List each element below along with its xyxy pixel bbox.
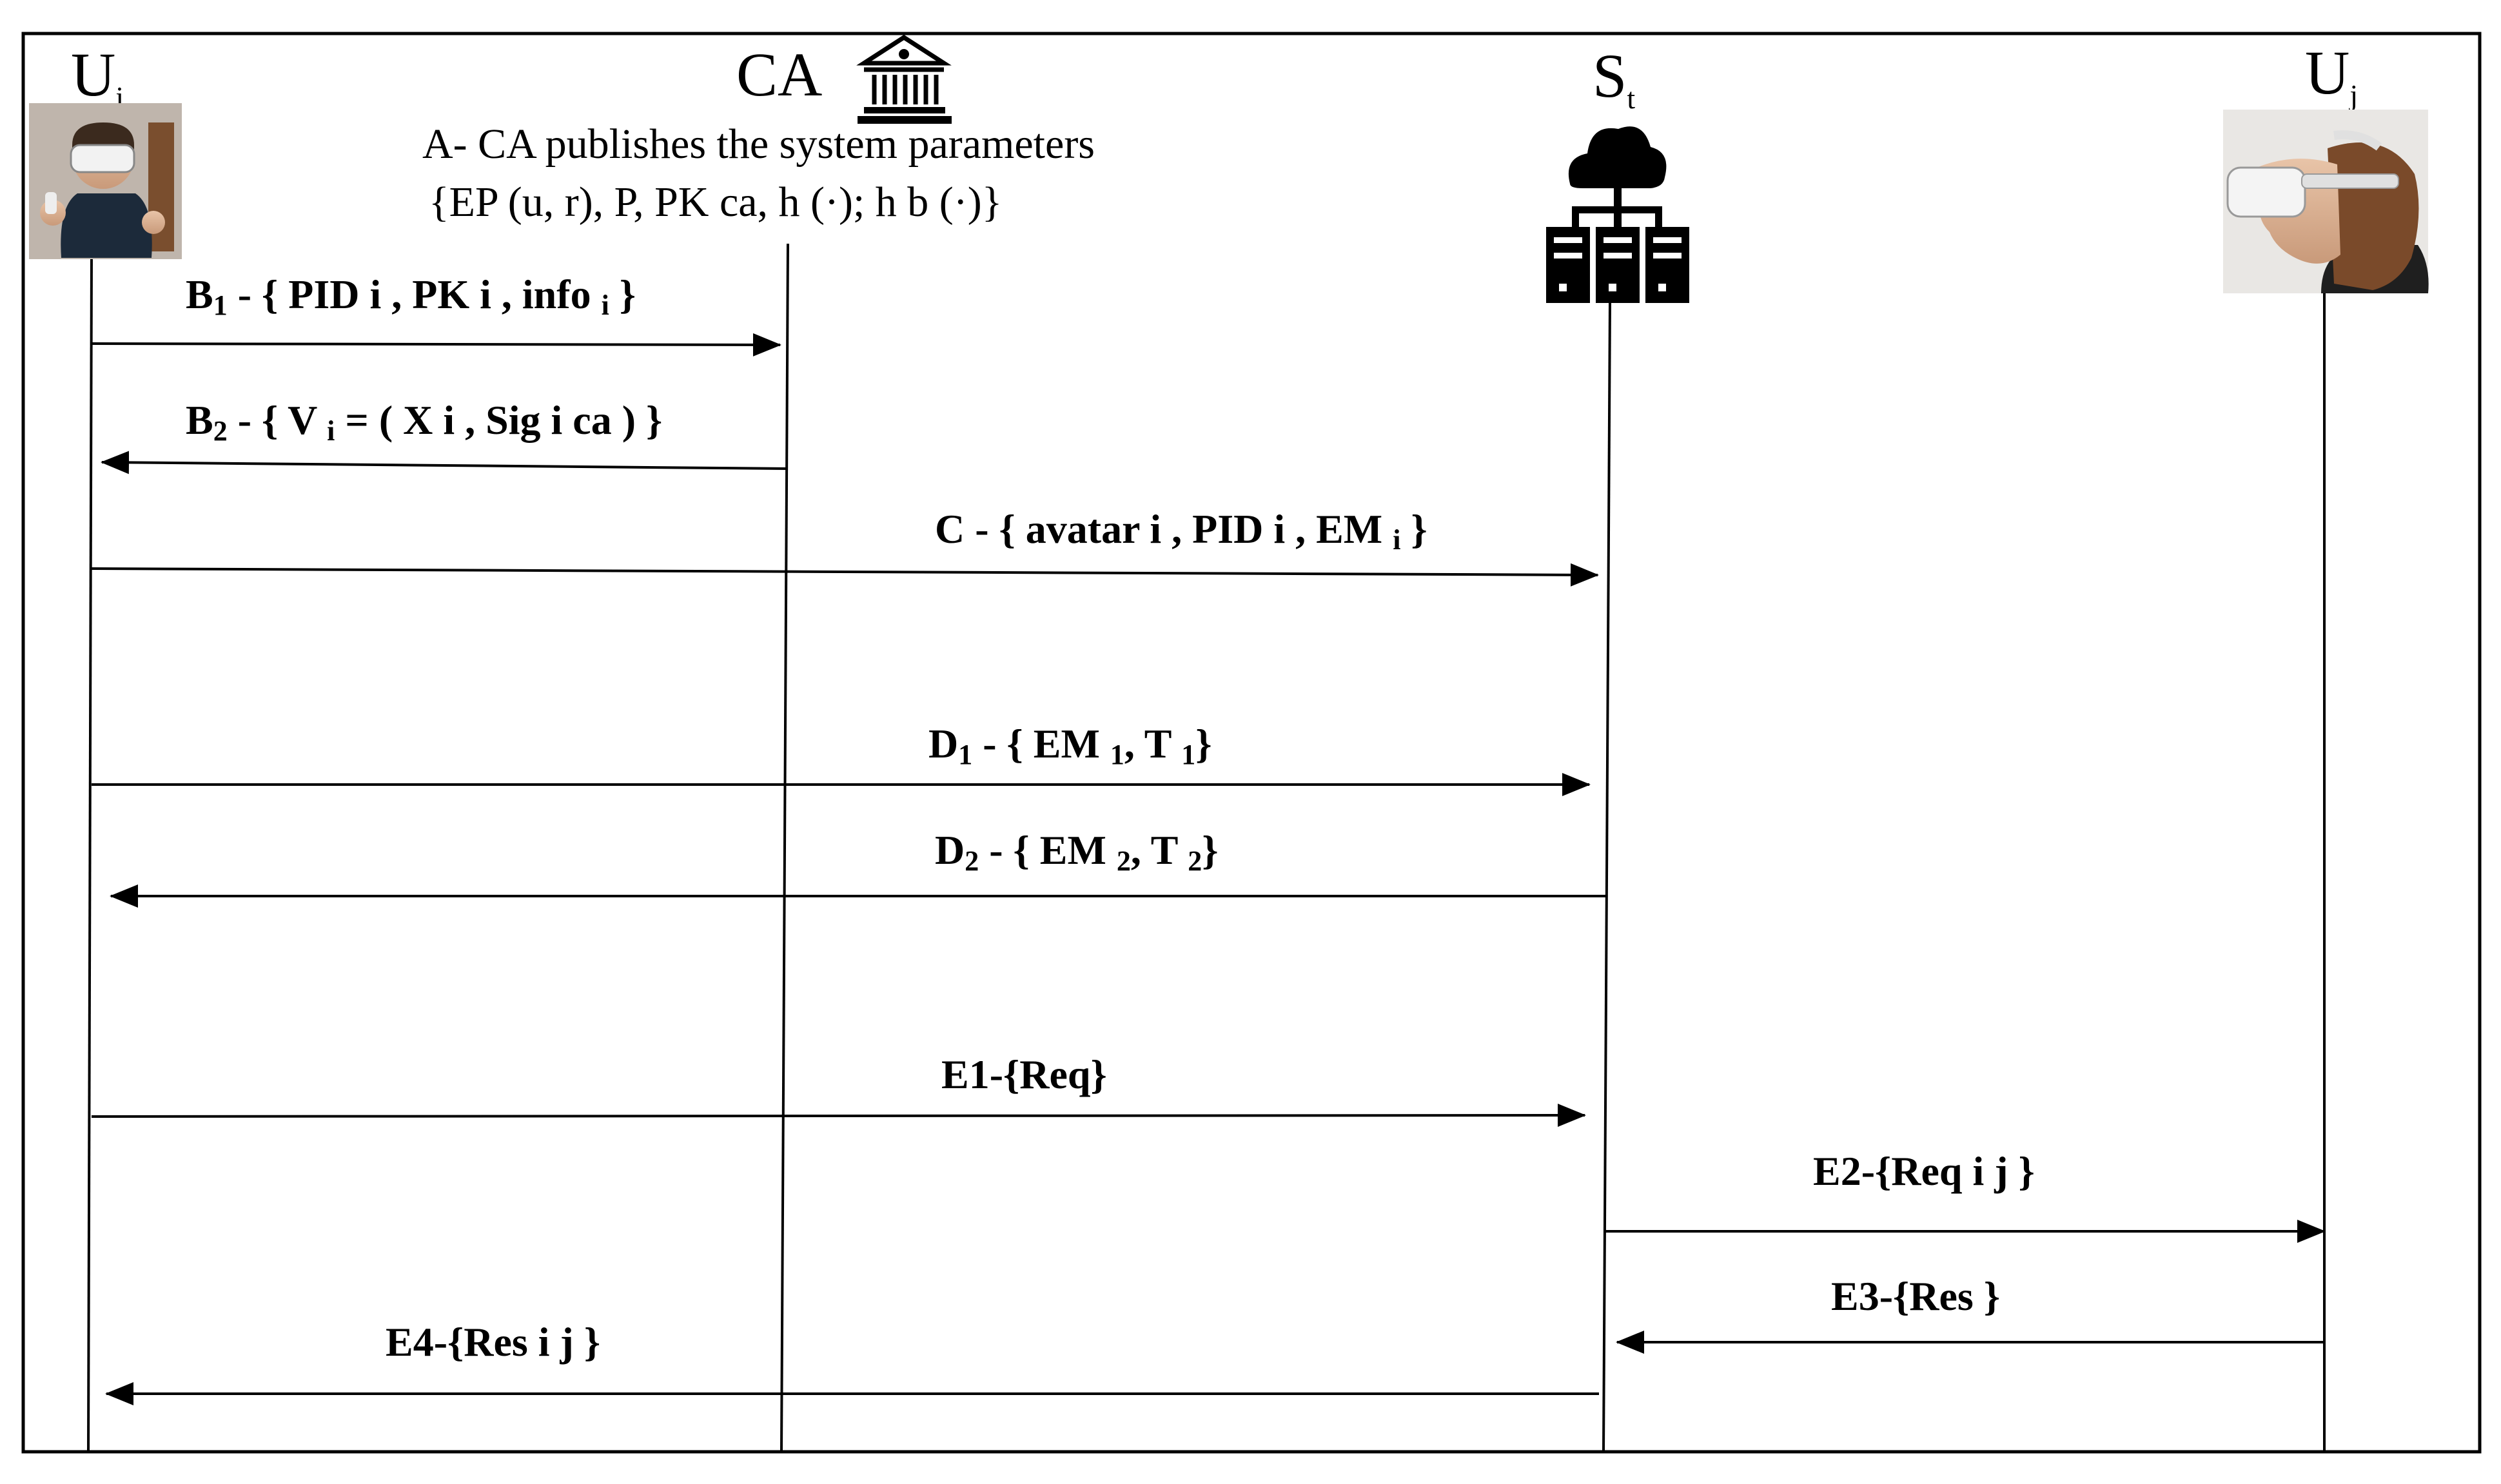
participant-st-label: S bbox=[1593, 41, 1627, 110]
user-j-avatar bbox=[2223, 110, 2429, 293]
participant-ui: Ui bbox=[71, 40, 124, 113]
arrow-c bbox=[91, 563, 1599, 587]
bank-icon bbox=[856, 34, 952, 124]
participant-st: St bbox=[1593, 41, 1635, 115]
diagram-frame bbox=[21, 32, 2482, 1454]
server-rack-left bbox=[1546, 227, 1590, 303]
server-rack-middle bbox=[1596, 227, 1640, 303]
label-e3: E3-{Res } bbox=[1831, 1273, 2000, 1319]
participant-st-sub: t bbox=[1627, 82, 1635, 115]
label-e2: E2-{Req i j } bbox=[1813, 1148, 2035, 1194]
participant-ca: CA bbox=[736, 40, 822, 109]
participant-ca-label: CA bbox=[736, 40, 822, 109]
user-i-avatar bbox=[29, 103, 182, 259]
arrow-e1 bbox=[91, 1104, 1586, 1128]
cloud-server-icon bbox=[1546, 126, 1689, 303]
label-d1: D1 - { EM 1, T 1} bbox=[928, 721, 1211, 770]
lifeline-st bbox=[1602, 302, 1611, 1452]
ca-note-line1: A- CA publishes the system parameters bbox=[422, 121, 1095, 168]
participant-ui-label: U bbox=[71, 40, 115, 109]
label-c: C - { avatar i , PID i , EM i } bbox=[935, 506, 1427, 556]
label-b2: B2 - { V i = ( X i , Sig i ca ) } bbox=[186, 397, 662, 447]
arrow-b1 bbox=[91, 333, 781, 356]
label-d2: D2 - { EM 2, T 2} bbox=[935, 827, 1218, 877]
ca-note-line2: {EP (u, r), P, PK ca, h (·); h b (·)} bbox=[429, 179, 1002, 226]
arrow-b2 bbox=[101, 451, 789, 474]
participant-uj: Uj bbox=[2305, 38, 2358, 112]
participant-uj-label: U bbox=[2305, 38, 2349, 107]
participant-uj-sub: j bbox=[2348, 79, 2358, 112]
label-b1: B1 - { PID i , PK i , info i } bbox=[186, 271, 636, 321]
label-e4: E4-{Res i j } bbox=[386, 1319, 600, 1365]
label-e1: E1-{Req} bbox=[941, 1051, 1107, 1097]
lifeline-ca bbox=[780, 243, 789, 1452]
lifeline-ui bbox=[87, 254, 93, 1452]
server-rack-right bbox=[1645, 227, 1689, 303]
